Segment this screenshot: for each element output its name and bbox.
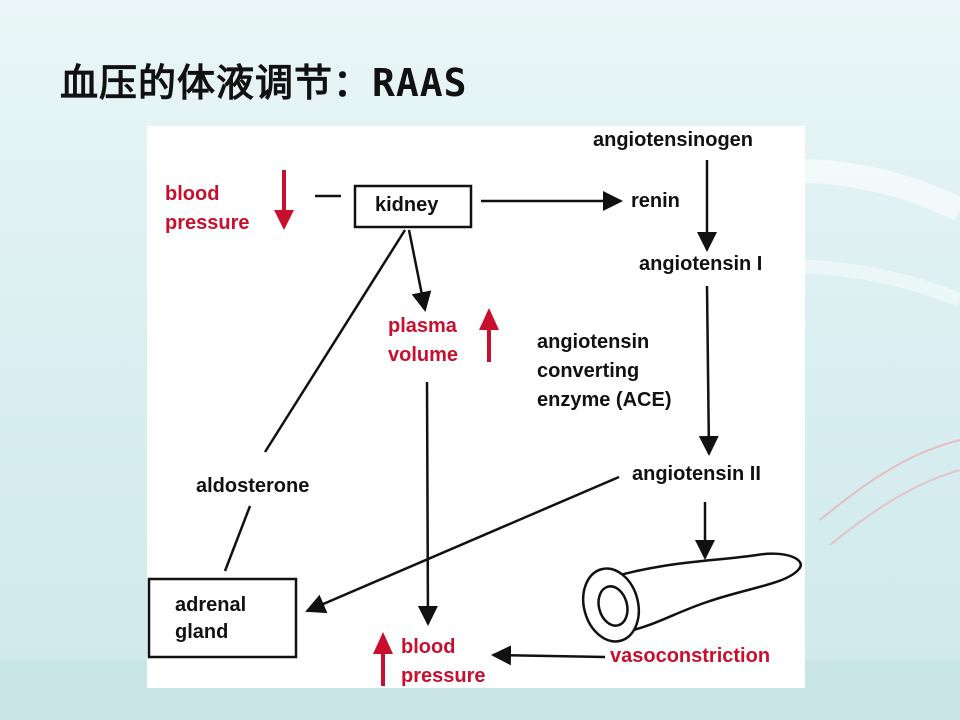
blood-pressure-low-line1: blood bbox=[165, 183, 219, 205]
blood-pressure-high-line1: blood bbox=[401, 636, 455, 658]
vasoconstriction-label: vasoconstriction bbox=[610, 645, 770, 667]
down-arrow-icon bbox=[274, 170, 294, 230]
kidney-to-plasma-volume-arrow bbox=[407, 229, 432, 312]
slide-title: 血压的体液调节：RAAS bbox=[60, 61, 468, 105]
blood-pressure-high-line2: pressure bbox=[401, 665, 486, 687]
vasoconstriction-to-blood-pressure-arrow bbox=[491, 645, 606, 666]
plasma-volume-line1: plasma bbox=[388, 315, 458, 337]
kidney-aldosterone-line bbox=[263, 229, 407, 453]
adrenal-gland-box bbox=[147, 577, 298, 659]
angiotensinogen-label: angiotensinogen bbox=[593, 129, 753, 151]
blood-pressure-low-line2: pressure bbox=[165, 212, 250, 234]
adrenal-gland-label-line2: gland bbox=[175, 621, 228, 643]
blood-vessel-icon bbox=[581, 552, 802, 643]
ace-label-line2: converting bbox=[537, 360, 639, 382]
renin-label: renin bbox=[631, 190, 680, 212]
angiotensin-2-label: angiotensin II bbox=[632, 463, 761, 485]
up-arrow-icon bbox=[479, 308, 499, 362]
up-arrow-icon bbox=[373, 632, 393, 686]
angiotensin-2-to-adrenal-arrow bbox=[305, 475, 620, 614]
kidney-label: kidney bbox=[375, 194, 439, 216]
adrenal-gland-label-line1: adrenal bbox=[175, 594, 246, 616]
plasma-volume-line2: volume bbox=[388, 344, 458, 366]
ace-label-line1: angiotensin bbox=[537, 331, 649, 353]
angiotensin-1-label: angiotensin I bbox=[639, 253, 762, 275]
raas-diagram: kidney adrenal gland angiotensinogen ren… bbox=[147, 126, 805, 688]
raas-diagram-svg: kidney adrenal gland angiotensinogen ren… bbox=[147, 129, 802, 687]
angiotensin-1-to-angiotensin-2-arrow bbox=[698, 285, 719, 456]
aldosterone-label: aldosterone bbox=[196, 475, 309, 497]
ace-label-line3: enzyme (ACE) bbox=[537, 389, 671, 411]
plasma-volume-to-blood-pressure-arrow bbox=[417, 381, 438, 626]
aldosterone-adrenal-line bbox=[223, 505, 252, 572]
kidney-box bbox=[353, 184, 473, 229]
